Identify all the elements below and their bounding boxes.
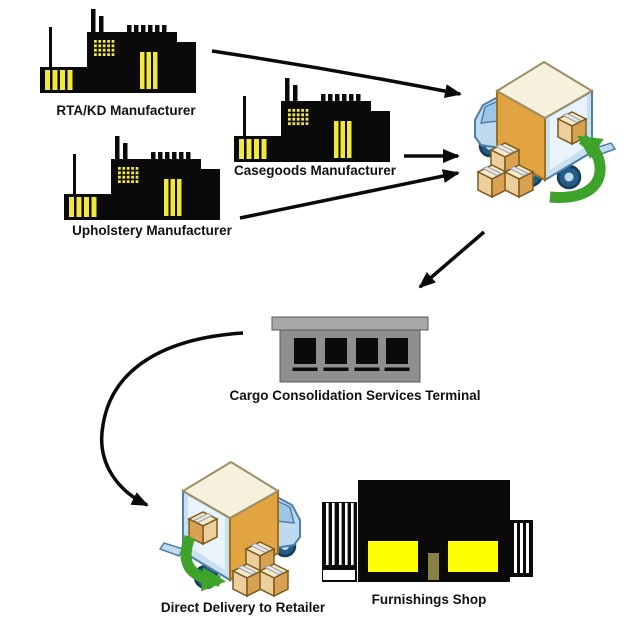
dock-doors (292, 338, 410, 371)
arrow-truck-to-terminal (418, 230, 486, 289)
truck-unloading-boxes-icon (160, 462, 300, 597)
loading-dock-building-icon (271, 316, 429, 383)
cargo-terminal-label: Cargo Consolidation Services Terminal (229, 388, 481, 403)
rta-manufacturer-label: RTA/KD Manufacturer (56, 103, 196, 118)
factory-icon-upholstery (62, 134, 222, 222)
upholstery-manufacturer-label: Upholstery Manufacturer (72, 223, 232, 238)
arrow-rta-to-truck (211, 49, 462, 98)
furnishings-shop-label: Furnishings Shop (371, 592, 487, 607)
factory-icon-casegoods (232, 76, 392, 164)
shop-window (368, 541, 418, 572)
arrow-terminal-to-delivery-truck (100, 331, 244, 507)
direct-delivery-label: Direct Delivery to Retailer (160, 600, 326, 615)
truck-loading-boxes-icon (475, 62, 615, 203)
casegoods-manufacturer-label: Casegoods Manufacturer (233, 163, 397, 178)
shop-door (428, 553, 439, 580)
arrow-upholstery-to-truck (239, 169, 460, 220)
left-wing-stripes (323, 503, 355, 580)
green-loading-arrow-icon (549, 134, 606, 203)
factory-icon-rta (38, 7, 198, 95)
green-unloading-arrow-icon (180, 534, 226, 592)
shop-window (448, 541, 498, 572)
storefront-icon (322, 480, 533, 582)
right-wing-stripes (514, 523, 529, 573)
